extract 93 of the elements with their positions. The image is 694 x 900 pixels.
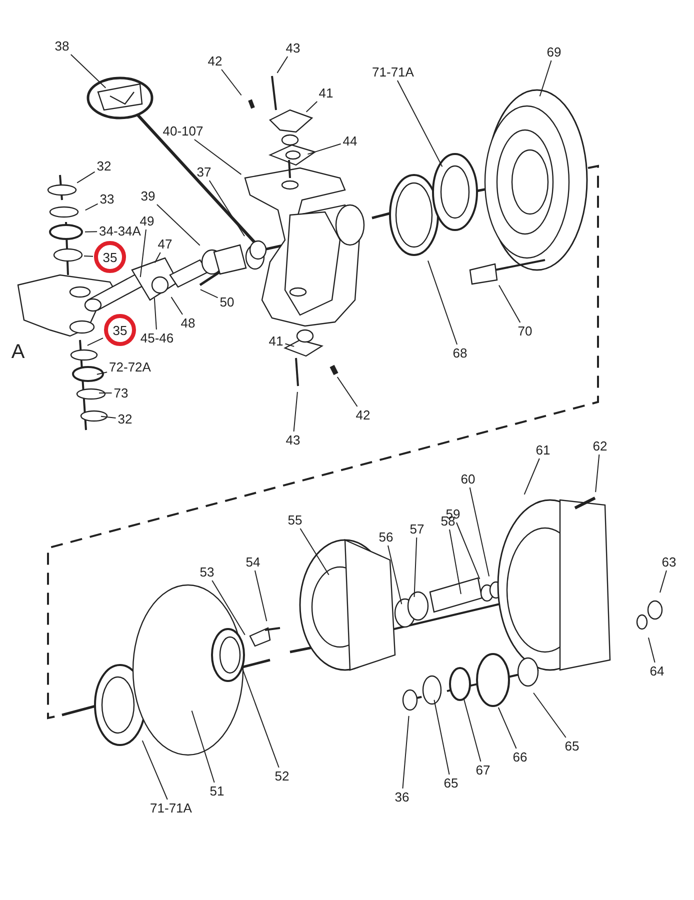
- leader-line: [154, 297, 157, 330]
- leader-line: [469, 487, 490, 577]
- leader-line: [498, 707, 517, 749]
- callout-number: 36: [394, 790, 410, 804]
- leader-line: [336, 376, 358, 407]
- callout-number: 72-72A: [108, 360, 152, 374]
- leader-line: [427, 260, 458, 345]
- leader-line: [307, 143, 342, 155]
- callout-number: 70: [516, 324, 534, 338]
- callout-number: 55: [286, 512, 304, 528]
- leader-line: [84, 231, 98, 232]
- leader-line: [156, 204, 200, 246]
- callout-number: 41: [268, 334, 284, 348]
- leader-line: [70, 54, 106, 88]
- callout-number: 40-107: [162, 124, 204, 138]
- leader-line: [463, 697, 482, 762]
- callout-number: 48: [180, 316, 196, 330]
- leader-line: [498, 284, 521, 323]
- leader-line: [449, 529, 462, 595]
- callout-number: 73: [112, 386, 130, 400]
- leader-line: [402, 715, 410, 789]
- leader-line: [96, 372, 108, 375]
- leader-line: [76, 171, 96, 184]
- leader-line: [387, 545, 402, 605]
- callout-number: 32: [116, 412, 134, 426]
- callout-number: 63: [660, 554, 678, 570]
- callout-number: 51: [208, 784, 226, 798]
- callout-number: 68: [452, 346, 468, 360]
- callout-number: 67: [474, 762, 492, 778]
- callout-number: 42: [206, 54, 224, 68]
- leader-line: [208, 180, 246, 237]
- leader-line: [306, 101, 318, 112]
- callout-number: 50: [218, 294, 236, 310]
- callout-number: 32: [96, 158, 112, 174]
- leader-line: [98, 392, 112, 394]
- callout-number: 37: [196, 164, 212, 180]
- callout-number: 35: [104, 314, 136, 346]
- callout-number: 65: [442, 776, 460, 790]
- leader-line: [659, 570, 667, 594]
- leader-line: [140, 229, 146, 278]
- callout-number: 71-71A: [149, 800, 193, 816]
- callout-number: 53: [198, 564, 216, 580]
- callout-number: 66: [512, 750, 528, 764]
- callout-number: 60: [460, 472, 476, 486]
- callout-number: 62: [592, 438, 608, 454]
- callout-number: 43: [284, 40, 302, 56]
- callout-number: 47: [156, 236, 174, 252]
- leader-line: [293, 391, 298, 432]
- leader-line: [100, 416, 116, 418]
- callout-number: 52: [274, 768, 290, 784]
- callout-number: 45-46: [139, 330, 175, 346]
- callout-number: 44: [342, 134, 358, 148]
- callout-number: 41: [318, 86, 334, 100]
- leader-line: [86, 338, 104, 346]
- leader-line: [142, 740, 168, 800]
- leader-line: [396, 80, 443, 168]
- leader-line: [212, 580, 246, 636]
- callout-number: 42: [354, 408, 372, 422]
- leader-line: [539, 60, 552, 97]
- leader-line: [284, 343, 295, 347]
- callout-number: 69: [546, 44, 562, 60]
- leader-line: [414, 537, 418, 598]
- view-label: A: [10, 341, 26, 363]
- leader-line: [524, 458, 540, 495]
- leader-line: [242, 667, 280, 768]
- callout-number: 39: [140, 188, 156, 204]
- leader-line: [200, 289, 218, 298]
- callout-number: 43: [284, 432, 302, 448]
- callout-number: 71-71A: [371, 64, 415, 80]
- leader-line: [170, 296, 184, 315]
- leader-line: [648, 637, 656, 663]
- leader-line: [154, 252, 161, 264]
- leader-line: [276, 56, 288, 74]
- leader-line: [434, 699, 450, 775]
- callout-number: 35: [94, 241, 126, 273]
- callout-number: 54: [244, 554, 262, 570]
- leader-line: [221, 69, 242, 96]
- callout-number: 33: [98, 192, 116, 206]
- callout-number: 57: [408, 522, 426, 536]
- leader-line: [84, 203, 98, 211]
- leader-line: [84, 256, 94, 257]
- callout-number: 38: [54, 38, 70, 54]
- callout-number: 64: [648, 664, 666, 678]
- callout-number: 56: [378, 530, 394, 544]
- leader-line: [194, 139, 242, 175]
- leader-line: [191, 710, 215, 783]
- leader-line: [254, 570, 268, 622]
- callout-number: 65: [564, 738, 580, 754]
- leader-line: [300, 528, 330, 576]
- callout-number: 61: [534, 442, 552, 458]
- leader-line: [456, 522, 480, 580]
- leader-line: [533, 692, 566, 738]
- leader-line: [595, 454, 600, 493]
